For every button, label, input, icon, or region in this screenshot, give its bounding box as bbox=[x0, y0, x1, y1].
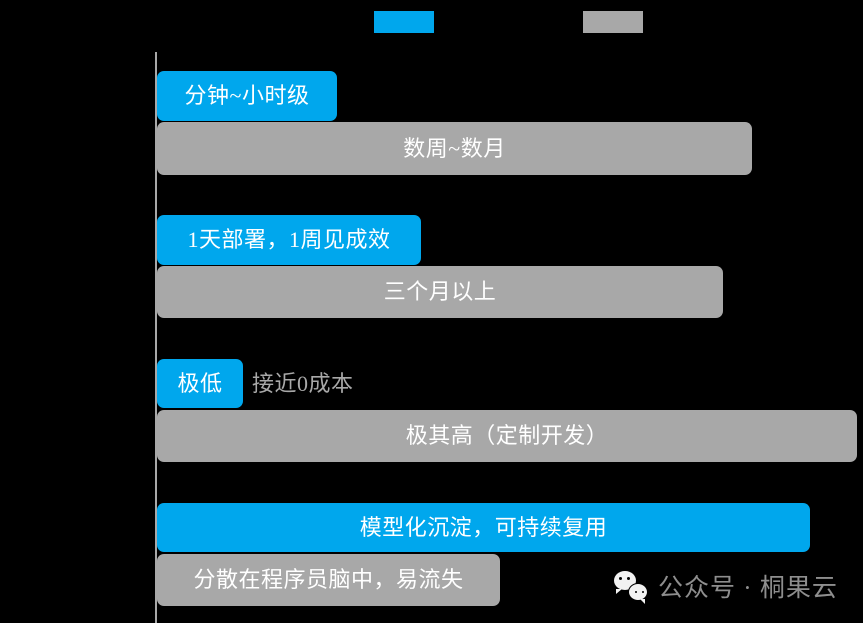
bar-blue-4-label: 模型化沉淀，可持续复用 bbox=[359, 514, 608, 540]
bar-gray-1-label: 数周~数月 bbox=[403, 135, 506, 161]
bar-blue-3-label: 极低 bbox=[177, 370, 223, 396]
bar-gray-2[interactable]: 三个月以上 bbox=[157, 266, 723, 318]
category-axis-line bbox=[155, 52, 157, 623]
bar-blue-3-overflow-label: 接近0成本 bbox=[252, 370, 354, 396]
bar-gray-4[interactable]: 分散在程序员脑中，易流失 bbox=[157, 554, 500, 606]
wechat-icon bbox=[614, 571, 648, 604]
bar-gray-1[interactable]: 数周~数月 bbox=[157, 122, 752, 175]
watermark: 公众号 · 桐果云 bbox=[614, 566, 838, 606]
bar-blue-1-label: 分钟~小时级 bbox=[184, 83, 310, 108]
legend-swatch-series-gray bbox=[583, 11, 643, 33]
legend-item-series-gray[interactable] bbox=[583, 11, 643, 33]
bar-blue-1[interactable]: 分钟~小时级 bbox=[157, 71, 337, 121]
legend-swatch-series-blue bbox=[374, 11, 434, 33]
bar-blue-4[interactable]: 模型化沉淀，可持续复用 bbox=[157, 503, 810, 552]
bar-gray-4-label: 分散在程序员脑中，易流失 bbox=[193, 567, 464, 592]
chart-legend bbox=[0, 0, 863, 48]
bar-gray-3-label: 极其高（定制开发） bbox=[405, 423, 609, 448]
bar-gray-3[interactable]: 极其高（定制开发） bbox=[157, 410, 857, 462]
bar-gray-2-label: 三个月以上 bbox=[383, 279, 497, 304]
bar-blue-3[interactable]: 极低 接近0成本 bbox=[157, 359, 353, 408]
legend-item-series-blue[interactable] bbox=[374, 11, 434, 33]
bar-blue-2-label: 1天部署，1周见成效 bbox=[187, 227, 391, 252]
watermark-text: 公众号 · 桐果云 bbox=[658, 575, 838, 602]
bar-blue-2[interactable]: 1天部署，1周见成效 bbox=[157, 215, 421, 265]
